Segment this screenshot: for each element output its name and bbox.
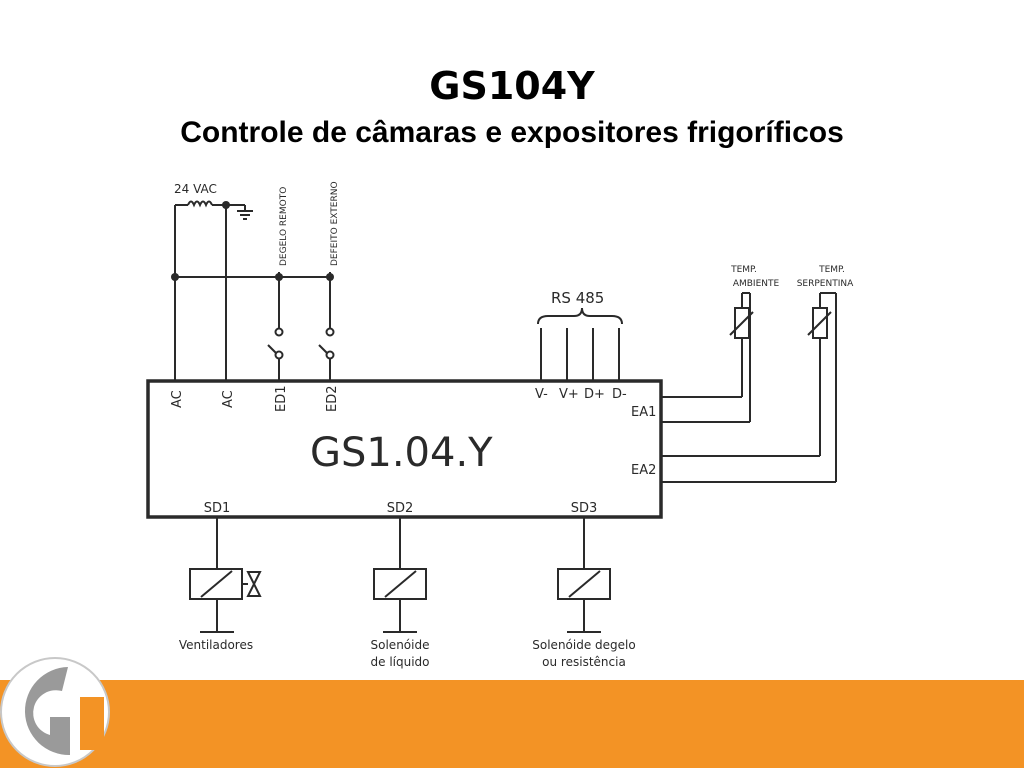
sensor-ambient-label-2: AMBIENTE xyxy=(733,279,780,289)
junction-dot xyxy=(275,273,283,281)
sensor-ambient-label-1: TEMP. xyxy=(730,265,757,275)
sensor-coil-label-2: SERPENTINA xyxy=(797,279,854,289)
sensor-coil-slash xyxy=(807,311,832,336)
pin-d-plus: D+ xyxy=(584,387,605,402)
output-label-defrost-2: ou resistência xyxy=(542,655,626,669)
junction-dot xyxy=(171,273,179,281)
ed2-contact-top xyxy=(325,327,335,337)
junction-dot xyxy=(326,273,334,281)
sensor-coil-label-1: TEMP. xyxy=(818,265,845,275)
pin-v-minus: V- xyxy=(535,387,548,402)
pin-ea1: EA1 xyxy=(631,405,656,420)
output-label-defrost-1: Solenóide degelo xyxy=(532,638,635,652)
ed2-contact-bottom xyxy=(325,350,335,360)
sensor-ambient-slash xyxy=(729,311,754,336)
pin-sd3: SD3 xyxy=(571,501,598,516)
input-label-remote-defrost: DEGELO REMOTO xyxy=(279,187,289,266)
controller-box xyxy=(146,379,663,519)
rs485-label: RS 485 xyxy=(551,289,604,307)
pin-ac1: AC xyxy=(170,390,185,408)
sd2-coil-slash xyxy=(384,570,417,598)
junction-dot xyxy=(222,201,230,209)
pin-ac2: AC xyxy=(221,390,236,408)
controller-label: GS1.04.Y xyxy=(310,430,493,476)
supply-label: 24 VAC xyxy=(174,182,217,196)
pin-ed1: ED1 xyxy=(274,386,289,413)
sd1-coil-slash xyxy=(200,570,233,598)
slide-title: GS104Y xyxy=(429,64,595,108)
pin-sd2: SD2 xyxy=(387,501,414,516)
sd1-valve-symbol xyxy=(246,571,262,597)
wiring-diagram: 24 VAC DEGELO REMOTO DEFEITO EXTERNO AC … xyxy=(146,181,854,669)
pin-d-minus: D- xyxy=(612,387,627,402)
ed1-contact-bottom xyxy=(274,350,284,360)
pin-sd1: SD1 xyxy=(204,501,231,516)
rs485-brace xyxy=(537,307,623,325)
output-label-liquid-2: de líquido xyxy=(371,655,430,669)
pin-v-plus: V+ xyxy=(559,387,579,402)
sd3-coil-slash xyxy=(568,570,601,598)
ed1-contact-top xyxy=(274,327,284,337)
output-label-fans: Ventiladores xyxy=(179,638,253,652)
company-logo-icon xyxy=(0,657,110,767)
slide-subtitle: Controle de câmaras e expositores frigor… xyxy=(180,116,844,149)
input-label-external-fault: DEFEITO EXTERNO xyxy=(330,181,340,266)
pin-ed2: ED2 xyxy=(325,386,340,413)
pin-ea2: EA2 xyxy=(631,463,656,478)
output-label-liquid-1: Solenóide xyxy=(371,638,430,652)
transformer-coil xyxy=(187,200,213,208)
footer-bar xyxy=(0,680,1024,768)
